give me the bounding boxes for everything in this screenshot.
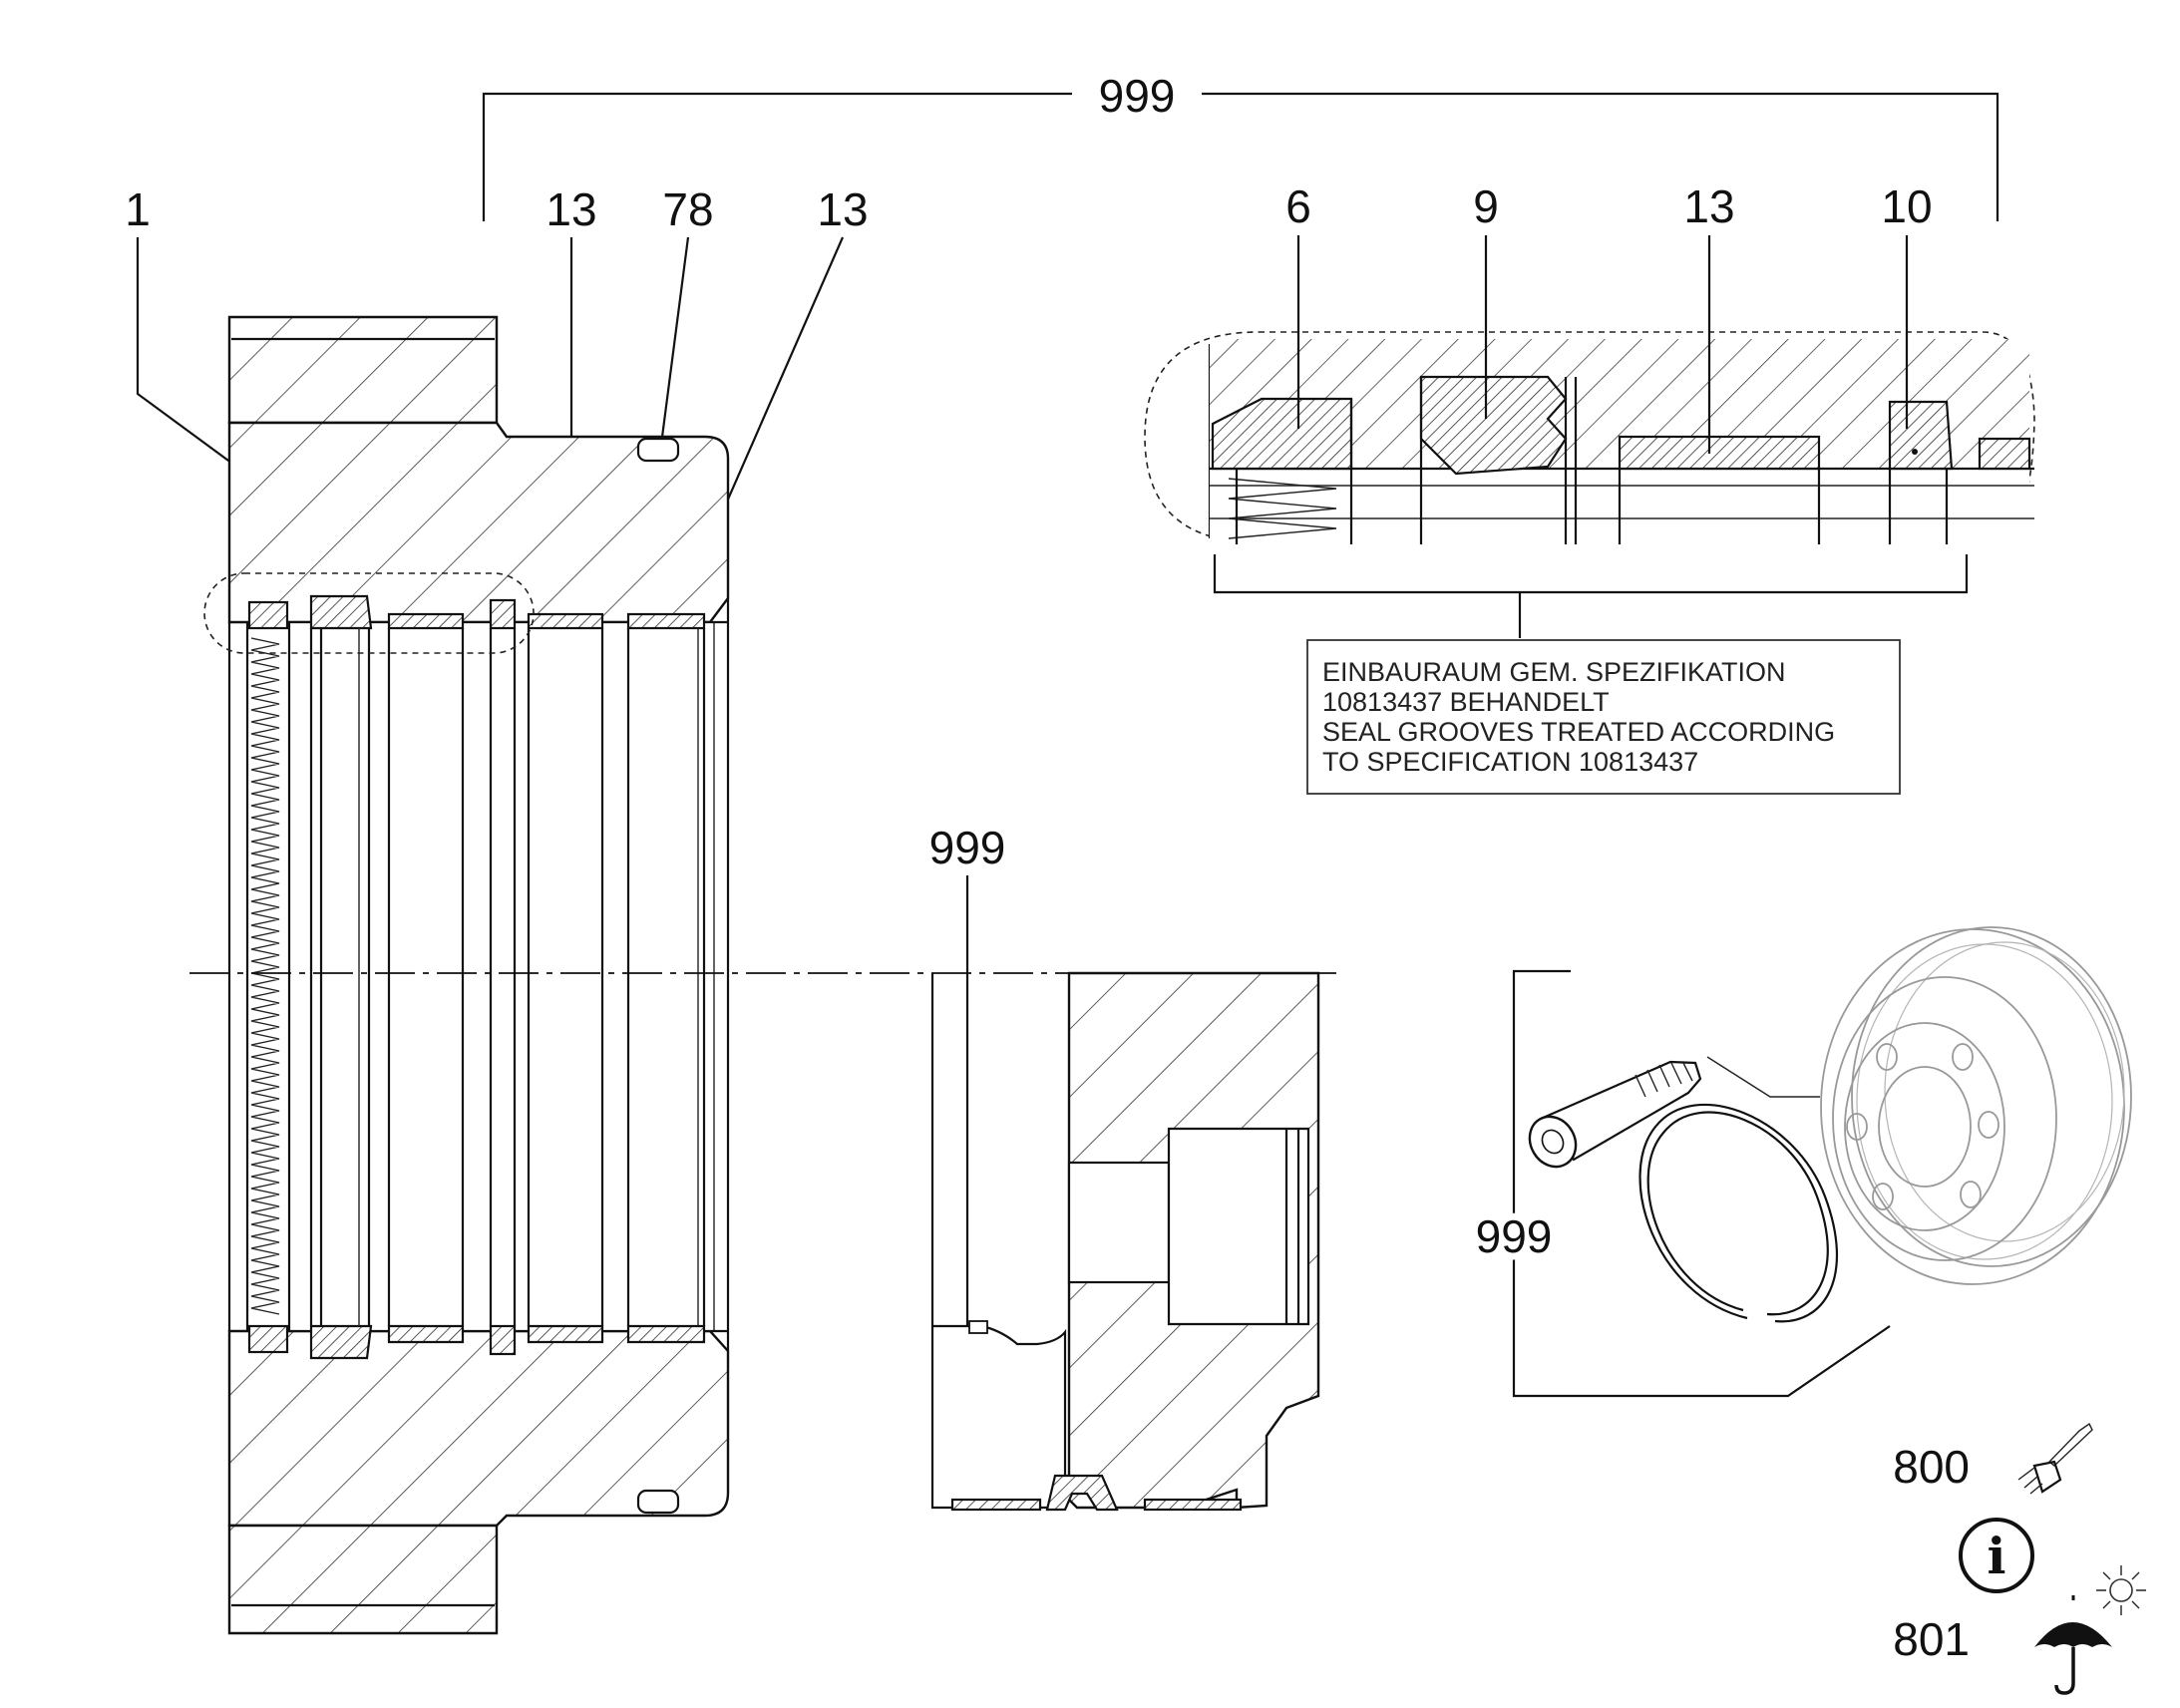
- sun-icon: [2096, 1565, 2146, 1615]
- label-13-left: 13: [545, 183, 596, 235]
- note-line-2: 10813437 BEHANDELT: [1322, 687, 1610, 717]
- note-line-1: EINBAURAUM GEM. SPEZIFIKATION: [1322, 657, 1786, 687]
- seal-9-lower: [309, 1324, 373, 1360]
- info-symbol: i: [1959, 1518, 2034, 1593]
- label-999-section: 999: [929, 822, 1006, 873]
- ring-13-lower-b: [527, 1324, 604, 1344]
- bolt-icon: [1528, 1060, 1702, 1169]
- housing-label-group: 1: [125, 183, 240, 470]
- paint-brush-icon: [2017, 1422, 2093, 1495]
- detail-view: 6 9 13 10: [1144, 180, 2035, 638]
- label-801: 801: [1893, 1613, 1970, 1665]
- label-10: 10: [1881, 180, 1932, 232]
- label-9: 9: [1473, 180, 1499, 232]
- label-6: 6: [1285, 180, 1311, 232]
- ring-bottom-left: [950, 1498, 1042, 1512]
- spec-note: EINBAURAUM GEM. SPEZIFIKATION 10813437 B…: [1306, 639, 1901, 795]
- detail-ring-13: [1618, 435, 1821, 471]
- kit-999: 999: [1469, 926, 2132, 1398]
- label-13-detail: 13: [1683, 180, 1734, 232]
- hub-icon: [1820, 926, 2132, 1285]
- info-icon: [1959, 1518, 2034, 1593]
- ring-10-upper: [489, 598, 517, 630]
- ring-13-lower-a: [387, 1324, 465, 1344]
- seal-9-upper: [309, 594, 373, 630]
- seal-bottom-center: [1045, 1474, 1119, 1512]
- svg-text:i: i: [1988, 1527, 2006, 1585]
- seal-6-lower: [247, 1324, 289, 1354]
- symbol-801: 801: [1893, 1565, 2146, 1695]
- plug-label-group: 78: [659, 183, 714, 446]
- symbol-800: 800: [1893, 1422, 2093, 1495]
- label-78: 78: [662, 183, 713, 235]
- label-999-top: 999: [1099, 70, 1176, 122]
- umbrella-icon: [2034, 1595, 2112, 1695]
- label-800: 800: [1893, 1441, 1970, 1493]
- seal-6-upper: [247, 600, 289, 630]
- housing-section: [203, 315, 730, 1635]
- detail-ring-10: [1888, 400, 1954, 471]
- ring-10-lower: [489, 1324, 517, 1356]
- detail-marker: [203, 572, 535, 654]
- ring-13-upper-a: [387, 612, 465, 630]
- note-line-4: TO SPECIFICATION 10813437: [1322, 747, 1698, 777]
- detail-seal-9: [1419, 375, 1568, 476]
- plug-78-upper: [636, 437, 680, 463]
- label-999-kit: 999: [1476, 1210, 1553, 1262]
- spline-teeth: [245, 622, 291, 1331]
- ring-13-upper-c: [626, 612, 706, 630]
- section-999-view: 999: [929, 822, 1320, 1512]
- note-line-3: SEAL GROOVES TREATED ACCORDING: [1322, 717, 1835, 747]
- label-1: 1: [125, 183, 151, 235]
- label-13-right: 13: [817, 183, 868, 235]
- ring-13-upper-b: [527, 612, 604, 630]
- plug-78-lower: [636, 1489, 680, 1515]
- snap-ring-icon: [1638, 1103, 1839, 1323]
- assembly-bracket: 999: [482, 70, 1999, 221]
- ring-bottom-right: [1143, 1498, 1243, 1512]
- ring-13-lower-c: [626, 1324, 706, 1344]
